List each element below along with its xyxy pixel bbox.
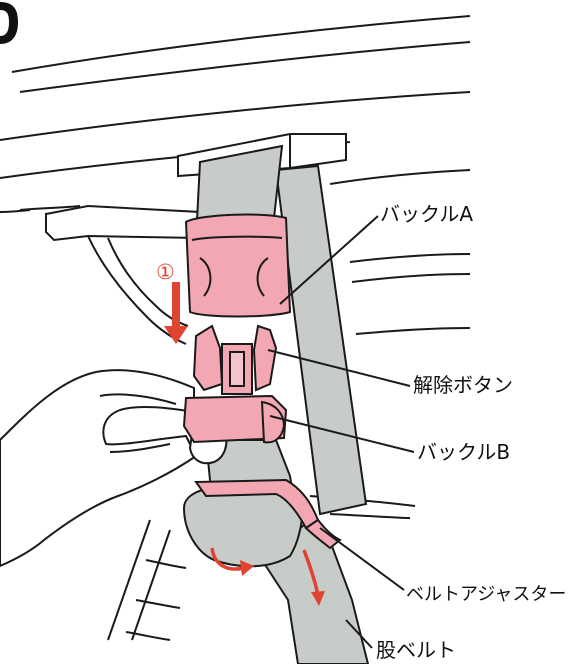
- buckle-b-part: [184, 326, 286, 442]
- label-buckle-a: バックルA: [380, 204, 473, 224]
- label-crotch-belt: 股ベルト: [376, 640, 456, 660]
- seat-slats: [108, 520, 186, 640]
- label-release-button: 解除ボタン: [413, 375, 513, 395]
- figure-number-fragment: [0, 2, 18, 44]
- step-number-marker: ①: [156, 262, 175, 283]
- label-buckle-b: バックルB: [417, 442, 510, 462]
- shoulder-belt: [276, 166, 366, 514]
- buckle-a-part: [186, 215, 290, 317]
- label-belt-adjuster: ベルトアジャスター: [406, 586, 566, 604]
